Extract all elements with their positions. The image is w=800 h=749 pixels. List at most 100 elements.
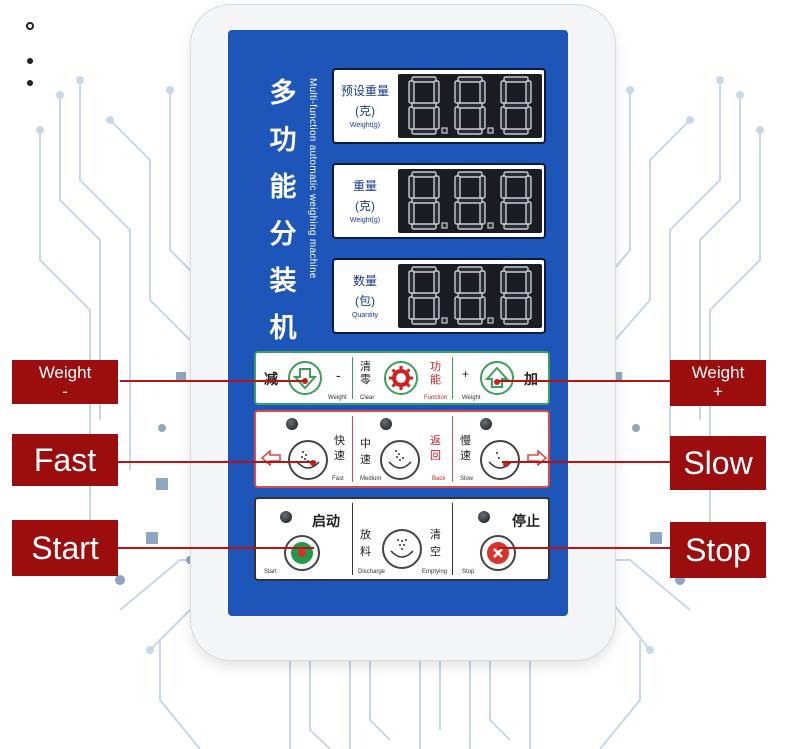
arrow-up-icon xyxy=(484,366,510,388)
seven-segment-digits xyxy=(408,266,532,325)
seven-segment-digits xyxy=(408,76,532,135)
fast-indicator-led xyxy=(286,418,298,430)
segment xyxy=(525,270,532,294)
display-label-en: Weight(g) xyxy=(349,122,381,129)
title-char: 能 xyxy=(269,172,297,203)
display-label-cn: 预设重量 xyxy=(340,84,389,98)
decimal-point xyxy=(487,127,494,134)
segment xyxy=(411,223,437,230)
display-unit: (包) xyxy=(355,294,375,308)
seven-segment-digit xyxy=(408,76,448,135)
slow-char: 慢 xyxy=(460,435,471,447)
fast-button[interactable] xyxy=(288,440,328,480)
fast-label-en: Fast xyxy=(332,476,344,482)
segment xyxy=(457,318,483,325)
divider xyxy=(452,416,453,482)
seven-segment-digit xyxy=(454,171,494,230)
segment xyxy=(454,296,461,320)
segment xyxy=(457,102,483,109)
seven-segment-digit xyxy=(500,76,532,135)
seven-segment-digit xyxy=(454,76,494,135)
decimal-point xyxy=(441,222,448,229)
segment xyxy=(457,266,483,273)
segment xyxy=(479,270,486,294)
segment xyxy=(457,76,483,83)
medium-label-en: Medium xyxy=(360,476,382,482)
empty-label-cn: 清 空 xyxy=(430,527,441,561)
grain-bowl-icon xyxy=(390,539,414,558)
back-label-cn: 返 回 xyxy=(430,434,441,464)
divider xyxy=(352,416,353,482)
title-char: 分 xyxy=(269,219,297,250)
device-title-cn: 多 功 能 分 装 机 xyxy=(263,70,303,352)
weight-minus-button[interactable] xyxy=(288,361,322,395)
fast-label-cn: 快 速 xyxy=(334,434,345,464)
speed-key-row: 快 速 Fast 中 速 返 回 Medium Back 慢 速 Slow xyxy=(254,410,550,488)
medium-char: 速 xyxy=(360,454,371,466)
stop-button[interactable] xyxy=(480,535,516,571)
slow-char: 速 xyxy=(460,450,471,462)
minus-weight-en: Weight xyxy=(328,395,347,401)
function-label: 功 能 xyxy=(430,361,441,387)
medium-back-button[interactable] xyxy=(380,440,420,480)
quantity-display: 数量 (包) Quantity xyxy=(332,258,546,334)
callout-line-start xyxy=(118,547,314,549)
slow-label-cn: 慢 速 xyxy=(460,434,471,464)
medium-label-cn: 中 速 xyxy=(360,436,371,468)
seven-segment-digit xyxy=(408,171,448,230)
segment xyxy=(433,106,440,130)
segment xyxy=(457,128,483,135)
back-label-en: Back xyxy=(432,476,446,482)
start-button[interactable] xyxy=(284,535,320,571)
clear-en: Clear xyxy=(360,395,375,401)
segment xyxy=(433,80,440,104)
segment xyxy=(525,201,532,225)
callout-line-stop xyxy=(498,547,670,549)
segment xyxy=(433,270,440,294)
segment xyxy=(411,102,437,109)
callout-text: Weight xyxy=(691,363,745,382)
stop-indicator-led xyxy=(478,511,490,523)
segment xyxy=(454,175,461,199)
segment xyxy=(454,80,461,104)
segment xyxy=(433,175,440,199)
segment xyxy=(503,171,529,178)
segment xyxy=(479,201,486,225)
segment xyxy=(411,76,437,83)
segment xyxy=(454,106,461,130)
stop-label-cn: 停止 xyxy=(512,513,540,529)
clear-function-button[interactable] xyxy=(384,361,418,395)
segment xyxy=(500,201,507,225)
segment xyxy=(525,175,532,199)
segment xyxy=(411,197,437,204)
clear-char: 清 xyxy=(360,361,371,373)
function-char: 功 xyxy=(430,361,441,373)
start-indicator-led xyxy=(280,511,292,523)
decimal-point xyxy=(487,222,494,229)
discharge-empty-button[interactable] xyxy=(382,529,422,569)
start-label-cn: 启动 xyxy=(312,513,340,529)
display-label-cn: 重量 xyxy=(352,179,377,193)
medium-char: 中 xyxy=(360,438,371,450)
back-char: 返 xyxy=(430,435,441,447)
segment xyxy=(408,80,415,104)
segment xyxy=(457,292,483,299)
segment xyxy=(500,270,507,294)
weight-plus-button[interactable] xyxy=(480,361,514,395)
arrow-down-icon xyxy=(292,368,318,390)
gear-icon xyxy=(389,366,413,390)
arrow-left-icon xyxy=(260,450,281,466)
segment xyxy=(525,80,532,104)
seven-segment-screen xyxy=(398,74,542,138)
plus-weight-en: Weight xyxy=(462,395,481,401)
callout-fast: Fast xyxy=(12,434,118,486)
discharge-char: 料 xyxy=(360,546,371,558)
callout-weight-minus: Weight - xyxy=(12,360,118,404)
display-unit: (克) xyxy=(355,199,375,213)
slow-button[interactable] xyxy=(480,440,520,480)
discharge-char: 放 xyxy=(360,529,371,541)
discharge-label-en: Discharge xyxy=(358,569,386,575)
decimal-point xyxy=(441,127,448,134)
arrow-right-icon xyxy=(527,450,548,466)
